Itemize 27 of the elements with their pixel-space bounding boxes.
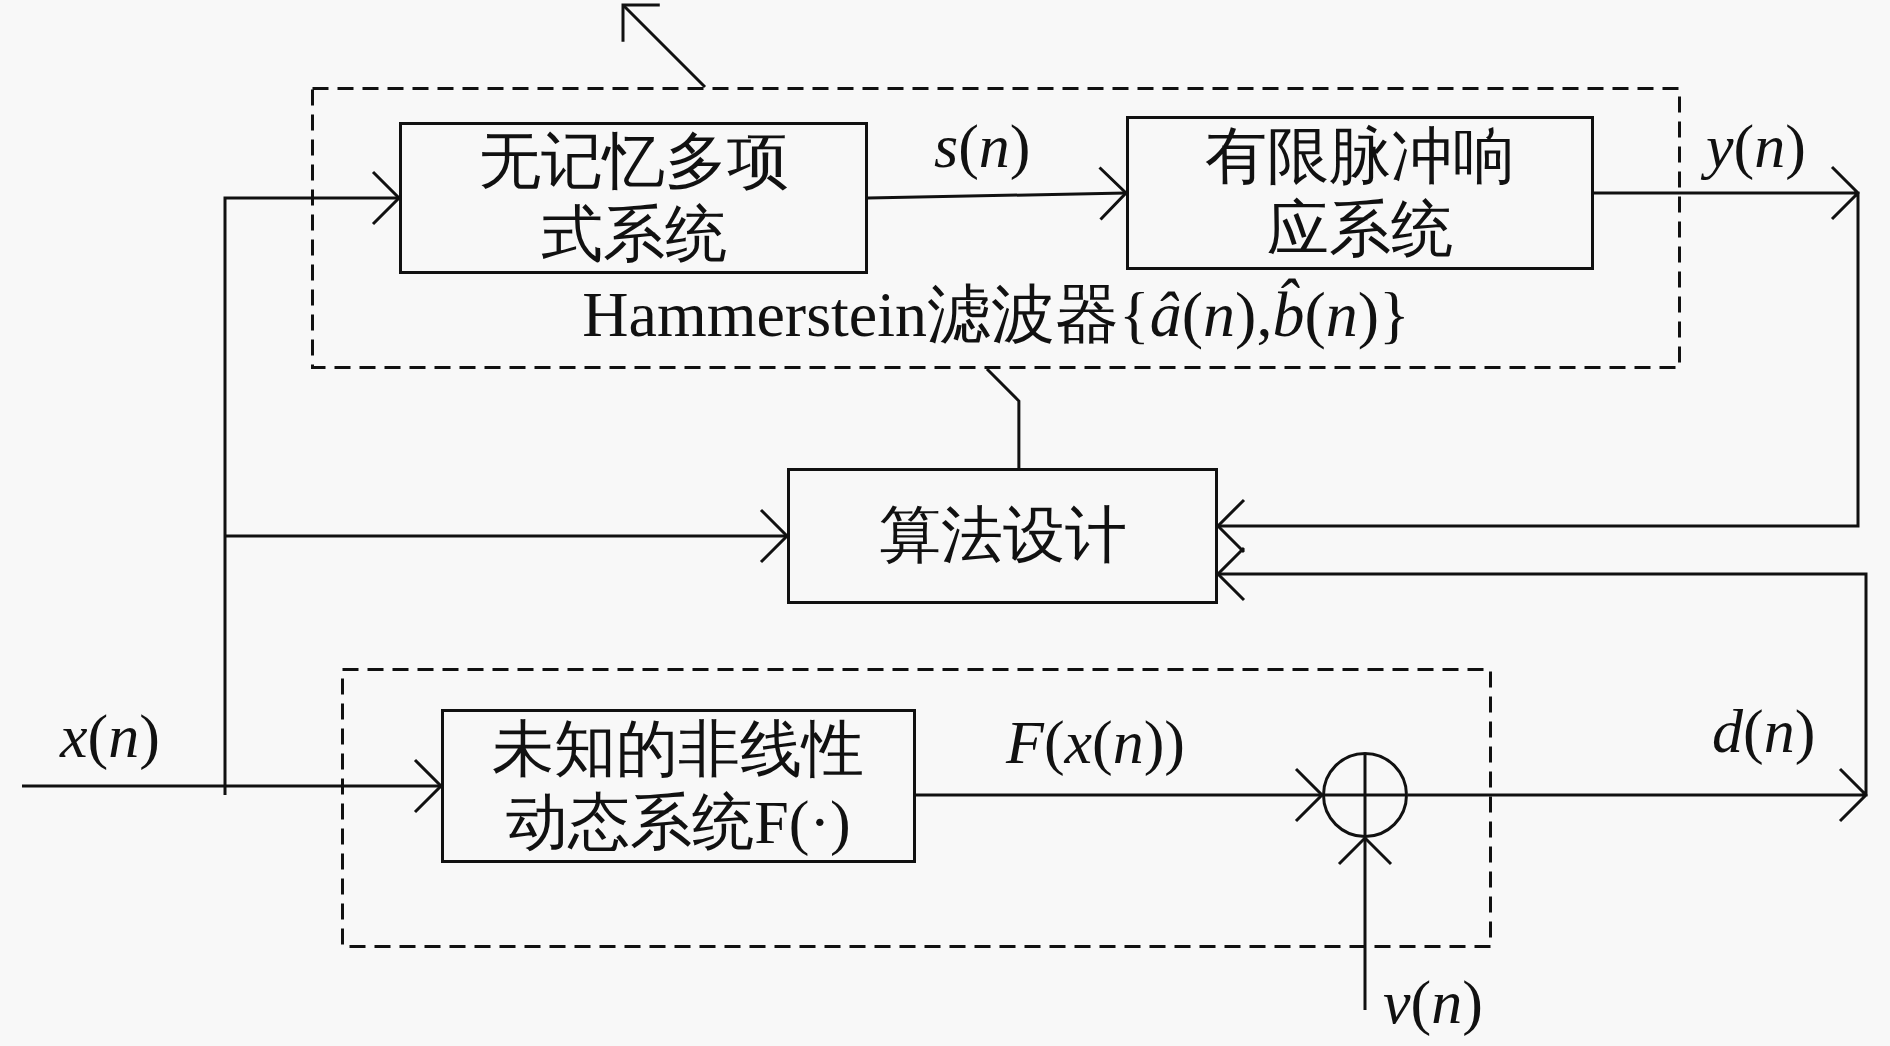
arrow	[22, 758, 443, 814]
arrow	[225, 508, 789, 564]
edge-label: v(n)	[1382, 967, 1484, 1038]
node-text: 有限脉冲响应系统	[1204, 120, 1516, 265]
edge-label: F(x(n))	[1004, 707, 1186, 778]
arrow	[1216, 165, 1861, 554]
node-text: 未知的非线性动态系统F(·)	[491, 713, 866, 858]
process-box	[787, 468, 1218, 604]
arrow	[1216, 546, 1869, 823]
dashed-group-box	[311, 87, 1681, 369]
dashed-group-box	[341, 668, 1492, 948]
edge-label: s(n)	[933, 111, 1032, 182]
arrow	[223, 170, 401, 795]
group-title: Hammerstein滤波器{â(n),b̂(n)}	[581, 277, 1411, 352]
edge-label: x(n)	[58, 701, 161, 772]
arrow	[916, 767, 1324, 823]
edge-label: y(n)	[1698, 106, 1814, 187]
process-box	[441, 709, 916, 863]
arrow	[621, 3, 1021, 470]
node-text: 无记忆多项式系统	[477, 125, 790, 270]
process-box	[1126, 116, 1594, 270]
arrow	[867, 166, 1128, 221]
node-text: 算法设计	[878, 500, 1127, 572]
summing-junction	[1322, 752, 1408, 838]
process-box	[399, 122, 868, 274]
edge-label: d(n)	[1711, 696, 1817, 767]
arrow	[1337, 836, 1393, 1010]
